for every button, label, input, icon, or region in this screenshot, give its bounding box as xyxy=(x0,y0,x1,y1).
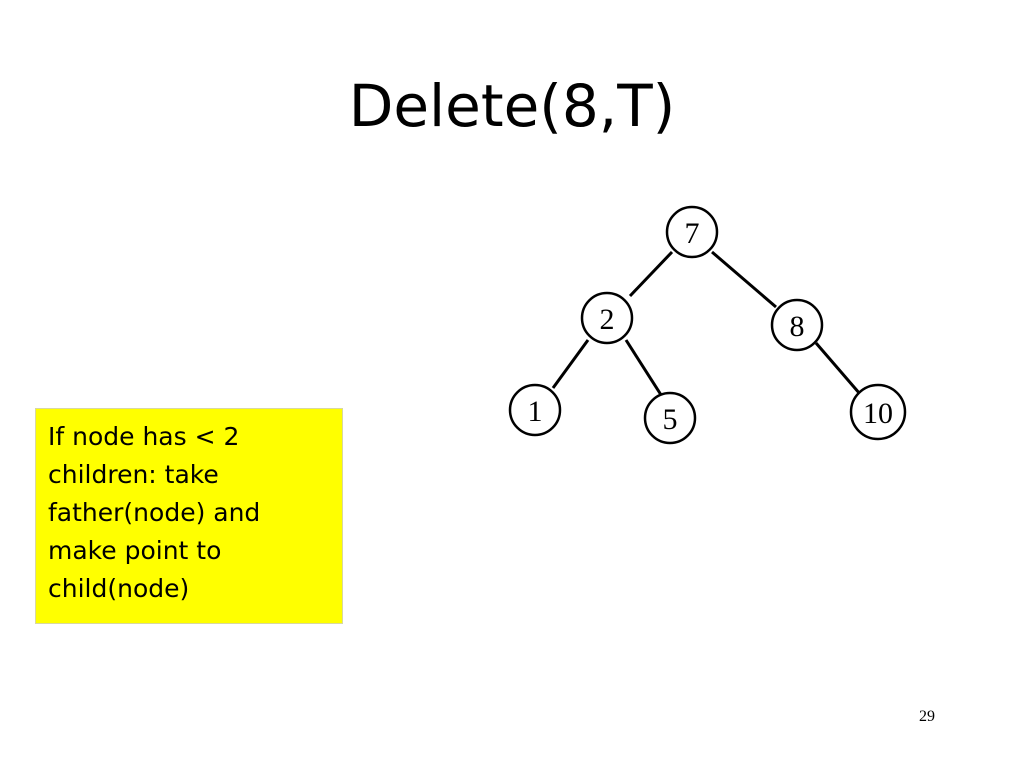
tree-node-label: 7 xyxy=(685,217,700,250)
tree-edge-7-8 xyxy=(711,250,777,309)
tree-edge-2-1 xyxy=(551,339,590,389)
tree-node: 10 xyxy=(849,383,907,441)
tree-node: 7 xyxy=(665,205,719,259)
tree-node-label: 2 xyxy=(600,303,615,336)
slide-title: Delete(8,T) xyxy=(348,72,676,140)
tree-node: 1 xyxy=(508,383,562,437)
tree-node: 8 xyxy=(770,298,824,352)
note-line: make point to xyxy=(48,536,222,565)
tree-node: 5 xyxy=(643,391,697,445)
tree-node-label: 10 xyxy=(863,397,893,430)
page-number: 29 xyxy=(919,708,935,725)
note-box: If node has < 2 children: take father(no… xyxy=(35,408,343,624)
note-line: child(node) xyxy=(48,574,190,603)
tree-edge-2-5 xyxy=(624,339,665,399)
tree-node-label: 5 xyxy=(663,403,678,436)
tree-node-label: 1 xyxy=(528,395,543,428)
tree-node-label: 8 xyxy=(790,310,805,343)
tree-node: 2 xyxy=(580,291,634,345)
tree-edge-7-2 xyxy=(628,250,674,298)
note-line: children: take xyxy=(48,460,219,489)
note-line: father(node) and xyxy=(48,498,261,527)
tree-edge-8-10 xyxy=(814,342,862,395)
note-line: If node has < 2 xyxy=(48,422,240,451)
